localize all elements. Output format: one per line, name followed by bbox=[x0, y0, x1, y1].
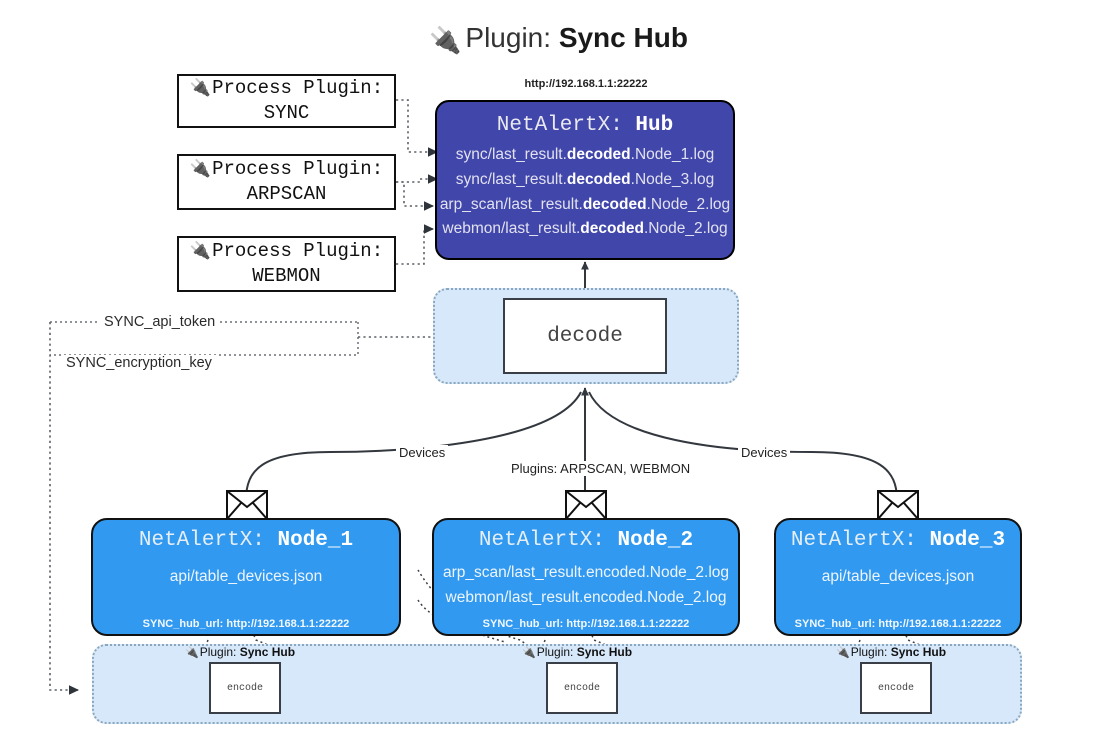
sync-encryption-key-label: SYNC_encryption_key bbox=[62, 355, 216, 371]
hub-log-line-4: webmon/last_result.decoded.Node_2.log bbox=[437, 220, 733, 238]
electric-plug-icon: 🔌 bbox=[429, 25, 462, 55]
node-2-title-name: Node_2 bbox=[617, 529, 694, 552]
hub-log-3-em: decoded bbox=[582, 196, 647, 213]
node-3-footer: SYNC_hub_url: http://192.168.1.1:22222 bbox=[794, 618, 1002, 630]
edge-sync-to-hub-2 bbox=[396, 174, 438, 184]
electric-plug-icon: 🔌 bbox=[189, 78, 212, 98]
envelope-icon bbox=[877, 490, 919, 520]
process-plugin-webmon-line1: Process Plugin: bbox=[212, 240, 384, 262]
hub-title: NetAlertX: Hub bbox=[437, 114, 733, 137]
hub-log-3-pre: arp_scan/last_result. bbox=[439, 196, 583, 213]
decode-label: decode bbox=[547, 324, 623, 348]
electric-plug-icon: 🔌 bbox=[522, 647, 536, 659]
electric-plug-icon: 🔌 bbox=[189, 159, 212, 179]
edge-node1-to-decode bbox=[245, 391, 582, 501]
hub-url-label: http://192.168.1.1:22222 bbox=[524, 78, 648, 90]
envelope-icon bbox=[565, 490, 607, 520]
sync-api-token-label: SYNC_api_token bbox=[100, 314, 220, 330]
page-title-prefix: Plugin: bbox=[465, 22, 559, 53]
encode-1-caption: 🔌Plugin: Sync Hub bbox=[185, 645, 295, 659]
hub-log-4-post: .Node_2.log bbox=[643, 220, 728, 237]
hub-log-1-em: decoded bbox=[566, 146, 631, 163]
hub-log-3-post: .Node_2.log bbox=[646, 196, 731, 213]
edge-arpscan-to-hub bbox=[396, 181, 434, 211]
encode-2-caption-name: Sync Hub bbox=[576, 645, 633, 659]
process-plugin-arpscan-line2: ARPSCAN bbox=[246, 183, 327, 205]
edge-node3-to-decode bbox=[588, 391, 898, 501]
decode-box[interactable]: decode bbox=[503, 298, 667, 374]
page-title: 🔌Plugin: Sync Hub bbox=[0, 16, 1117, 62]
encode-2-caption: 🔌Plugin: Sync Hub bbox=[522, 645, 632, 659]
process-plugin-sync-line2: SYNC bbox=[263, 102, 310, 124]
hub-log-4-em: decoded bbox=[580, 220, 644, 237]
edge-node2-logs2-to-encode bbox=[417, 599, 506, 643]
hub-log-line-3: arp_scan/last_result.decoded.Node_2.log bbox=[437, 196, 733, 214]
hub-log-2-em: decoded bbox=[566, 171, 631, 188]
encode-3-caption-name: Sync Hub bbox=[890, 645, 947, 659]
hub-log-2-pre: sync/last_result. bbox=[455, 171, 567, 188]
encode-box-1[interactable]: encode bbox=[209, 662, 281, 714]
encode-1-caption-prefix: Plugin: bbox=[199, 645, 240, 659]
encode-1-caption-name: Sync Hub bbox=[239, 645, 296, 659]
process-plugin-webmon-line2: WEBMON bbox=[252, 265, 321, 287]
hub-log-2-post: .Node_3.log bbox=[630, 171, 715, 188]
hub-box[interactable]: NetAlertX: Hub sync/last_result.decoded.… bbox=[435, 100, 735, 260]
hub-log-1-post: .Node_1.log bbox=[630, 146, 715, 163]
hub-title-prefix: NetAlertX: bbox=[496, 114, 636, 137]
process-plugin-sync-line1: Process Plugin: bbox=[212, 77, 384, 99]
devices-right-label: Devices bbox=[738, 445, 791, 460]
process-plugin-arpscan-line1: Process Plugin: bbox=[212, 158, 384, 180]
hub-title-name: Hub bbox=[635, 114, 674, 137]
node-2-line-2: webmon/last_result.encoded.Node_2.log bbox=[445, 589, 727, 606]
encode-box-2[interactable]: encode bbox=[546, 662, 618, 714]
encode-1-label: encode bbox=[226, 682, 263, 694]
node-2-title-prefix: NetAlertX: bbox=[478, 529, 618, 552]
edge-sync-to-hub-1 bbox=[396, 99, 438, 157]
node-3-line-1: api/table_devices.json bbox=[821, 568, 975, 585]
node-2-line-1: arp_scan/last_result.encoded.Node_2.log bbox=[442, 564, 730, 581]
edge-encryption-key bbox=[50, 322, 359, 356]
encode-3-label: encode bbox=[877, 682, 914, 694]
encode-2-label: encode bbox=[563, 682, 600, 694]
encode-box-3[interactable]: encode bbox=[860, 662, 932, 714]
node-3-title-name: Node_3 bbox=[929, 529, 1006, 552]
node-2-title: NetAlertX: Node_2 bbox=[434, 529, 738, 552]
envelope-icon bbox=[226, 490, 268, 520]
process-plugin-arpscan-box[interactable]: 🔌Process Plugin: ARPSCAN bbox=[177, 154, 396, 210]
node-1-title: NetAlertX: Node_1 bbox=[93, 529, 399, 552]
electric-plug-icon: 🔌 bbox=[189, 241, 212, 261]
devices-left-label: Devices bbox=[396, 445, 449, 460]
node-1-footer: SYNC_hub_url: http://192.168.1.1:22222 bbox=[142, 618, 350, 630]
edge-config-to-encode-band bbox=[49, 322, 79, 695]
node-box-node-1[interactable]: NetAlertX: Node_1 api/table_devices.json… bbox=[91, 518, 401, 636]
hub-log-line-2: sync/last_result.decoded.Node_3.log bbox=[437, 171, 733, 189]
plugins-center-label: Plugins: ARPSCAN, WEBMON bbox=[508, 461, 694, 476]
hub-log-4-pre: webmon/last_result. bbox=[442, 220, 581, 237]
process-plugin-webmon-box[interactable]: 🔌Process Plugin: WEBMON bbox=[177, 236, 396, 292]
hub-log-1-pre: sync/last_result. bbox=[455, 146, 567, 163]
encode-3-caption-prefix: Plugin: bbox=[850, 645, 891, 659]
node-box-node-3[interactable]: NetAlertX: Node_3 api/table_devices.json… bbox=[774, 518, 1022, 636]
node-1-title-name: Node_1 bbox=[277, 529, 354, 552]
electric-plug-icon: 🔌 bbox=[836, 647, 850, 659]
process-plugin-sync-box[interactable]: 🔌Process Plugin: SYNC bbox=[177, 74, 396, 128]
page-title-name: Sync Hub bbox=[558, 22, 688, 53]
hub-log-line-1: sync/last_result.decoded.Node_1.log bbox=[437, 146, 733, 164]
node-3-title-prefix: NetAlertX: bbox=[790, 529, 930, 552]
node-2-footer: SYNC_hub_url: http://192.168.1.1:22222 bbox=[482, 618, 690, 630]
encode-3-caption: 🔌Plugin: Sync Hub bbox=[836, 645, 946, 659]
electric-plug-icon: 🔌 bbox=[185, 647, 199, 659]
edge-webmon-to-hub bbox=[396, 224, 434, 265]
node-1-title-prefix: NetAlertX: bbox=[138, 529, 278, 552]
node-3-title: NetAlertX: Node_3 bbox=[776, 529, 1020, 552]
node-box-node-2[interactable]: NetAlertX: Node_2 arp_scan/last_result.e… bbox=[432, 518, 740, 636]
node-1-line-1: api/table_devices.json bbox=[169, 568, 323, 585]
encode-2-caption-prefix: Plugin: bbox=[536, 645, 577, 659]
